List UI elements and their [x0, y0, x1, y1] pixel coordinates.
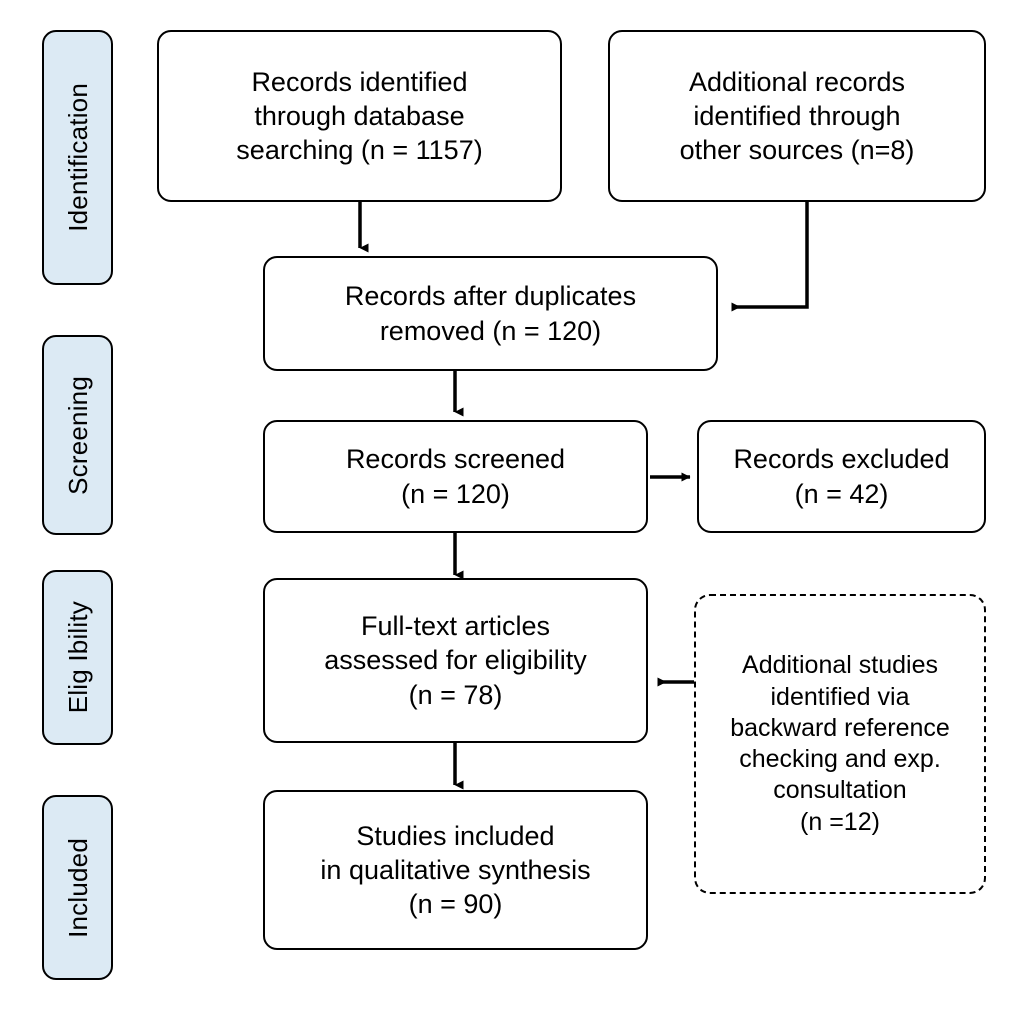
node-records-screened-text: Records screened (n = 120)	[345, 444, 566, 509]
node-studies-included-text: Studies included in qualitative synthesi…	[320, 820, 591, 919]
phase-eligibility: Elig Ibility	[42, 570, 113, 745]
node-fulltext-assessed-text: Full-text articles assessed for eligibil…	[324, 611, 587, 710]
phase-included: Included	[42, 795, 113, 980]
node-records-screened[interactable]: Records screened (n = 120)	[263, 420, 648, 533]
node-duplicates-removed-text: Records after duplicates removed (n = 12…	[344, 281, 637, 346]
node-additional-studies[interactable]: Additional studies identified via backwa…	[694, 594, 986, 894]
node-records-excluded[interactable]: Records excluded (n = 42)	[697, 420, 986, 533]
phase-eligibility-label: Elig Ibility	[62, 601, 93, 714]
connector-othersources-to-duplicates	[731, 202, 809, 312]
node-additional-studies-text: Additional studies identified via backwa…	[730, 651, 950, 836]
node-fulltext-assessed[interactable]: Full-text articles assessed for eligibil…	[263, 578, 648, 743]
phase-screening-label: Screening	[62, 375, 93, 495]
node-duplicates-removed[interactable]: Records after duplicates removed (n = 12…	[263, 256, 718, 371]
node-database-search[interactable]: Records identified through database sear…	[157, 30, 562, 202]
phase-identification: Identification	[42, 30, 113, 285]
node-other-sources[interactable]: Additional records identified through ot…	[608, 30, 986, 202]
node-other-sources-text: Additional records identified through ot…	[679, 66, 915, 165]
node-records-excluded-text: Records excluded (n = 42)	[733, 444, 950, 509]
phase-screening: Screening	[42, 335, 113, 535]
node-studies-included[interactable]: Studies included in qualitative synthesi…	[263, 790, 648, 950]
phase-included-label: Included	[62, 837, 93, 938]
node-database-search-text: Records identified through database sear…	[236, 66, 483, 165]
phase-identification-label: Identification	[62, 83, 93, 232]
